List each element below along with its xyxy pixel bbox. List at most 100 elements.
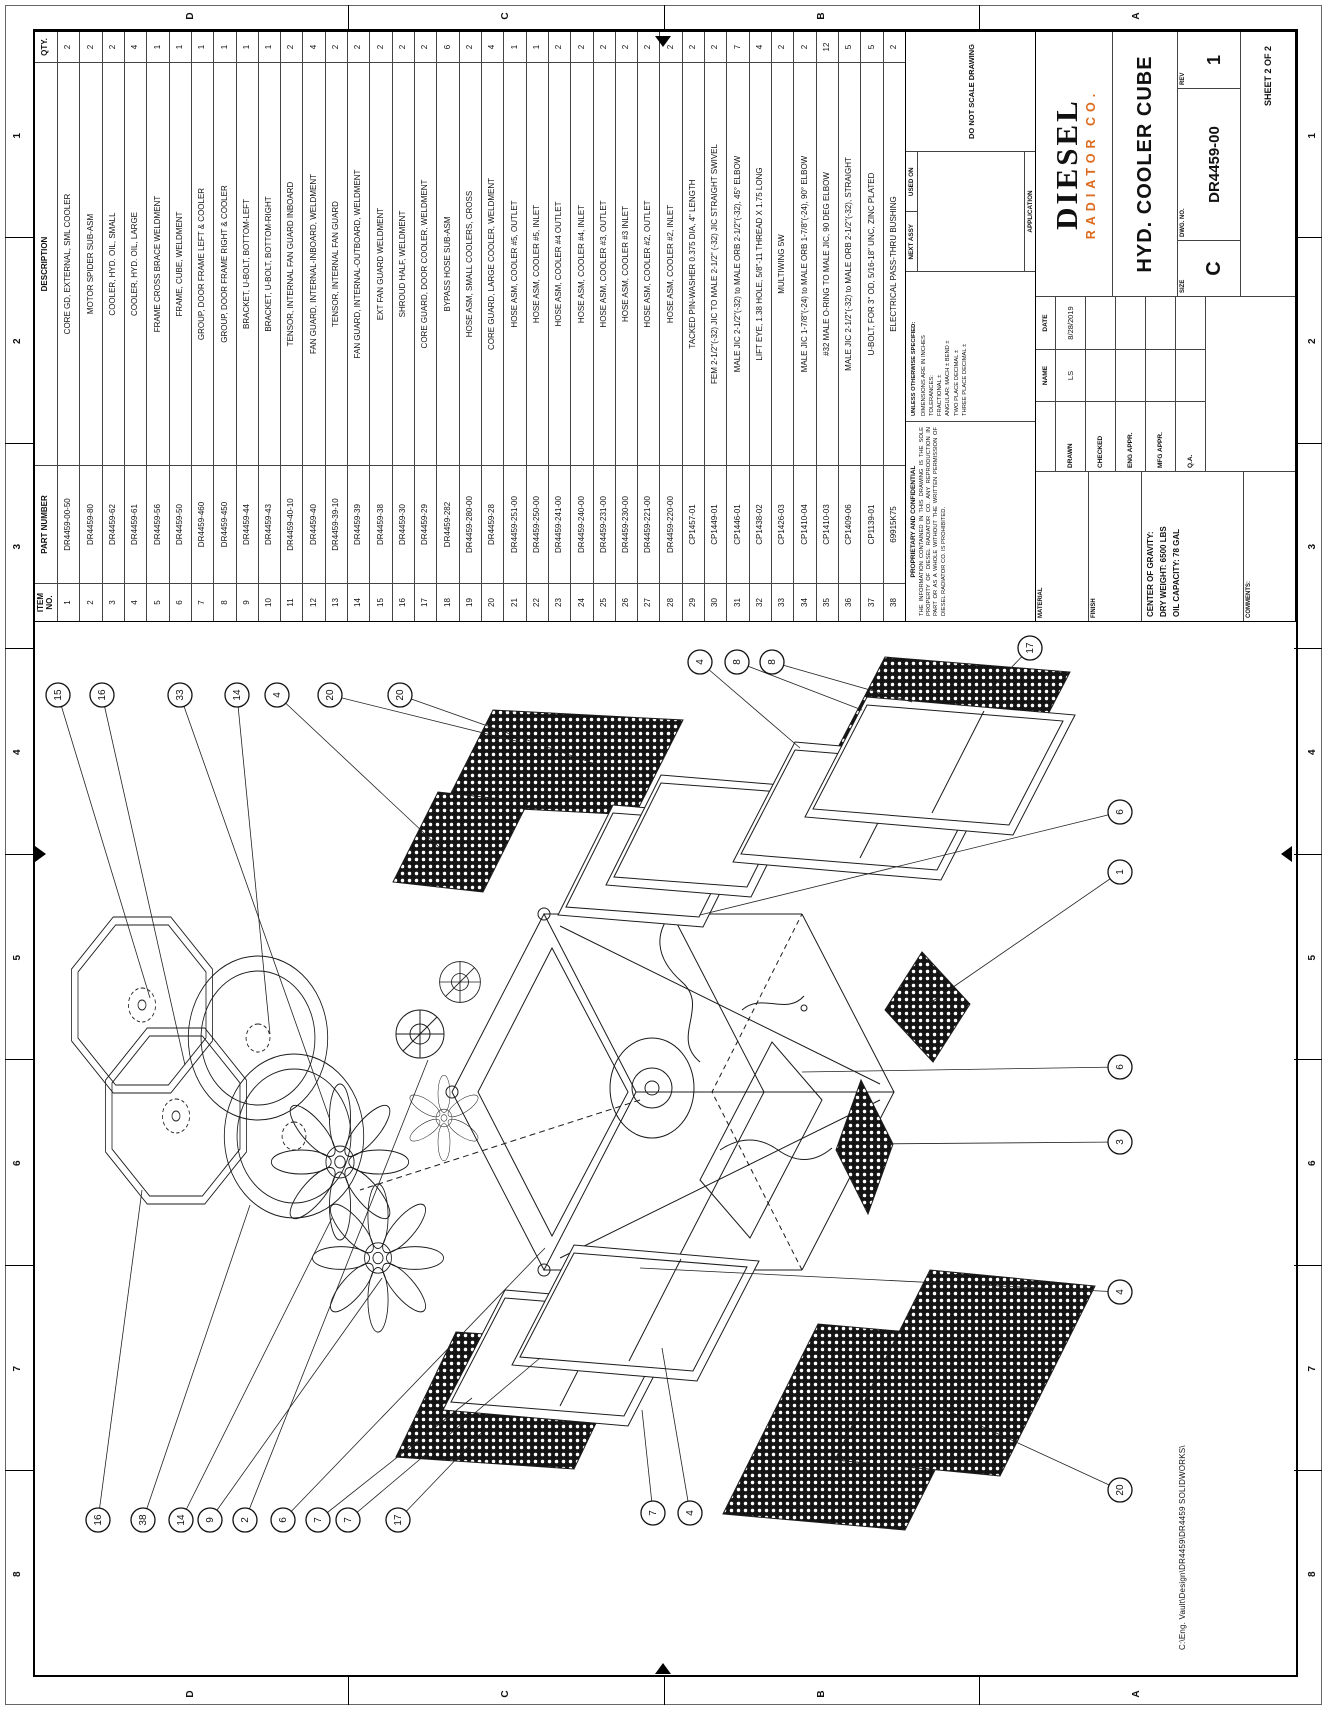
bom-cell-qty: 5 bbox=[861, 32, 884, 62]
bom-cell-item: 32 bbox=[749, 583, 772, 621]
internal-motor bbox=[609, 1037, 695, 1139]
bom-cell-item: 30 bbox=[705, 583, 728, 621]
balloon-number: 16 bbox=[97, 689, 108, 701]
bom-cell-qty: 2 bbox=[548, 32, 572, 62]
door-frame-right-2 bbox=[804, 696, 1076, 836]
bom-cell-desc: COOLER, HYD. OIL, SMALL bbox=[102, 62, 125, 465]
bom-cell-qty: 4 bbox=[303, 32, 326, 62]
bom-cell-desc: HOSE ASM, COOLER #2, INLET bbox=[660, 62, 683, 465]
dry-weight-label: DRY WEIGHT: bbox=[1158, 564, 1168, 617]
balloon-number: 20 bbox=[325, 689, 336, 701]
balloon-leader bbox=[179, 694, 331, 1121]
hose-fitting bbox=[800, 1004, 808, 1012]
balloon-leader bbox=[101, 694, 186, 1066]
titleblock-signature-row: ENG APPR. bbox=[1116, 296, 1146, 471]
bom-cell-desc: SHROUD HALF, WELDMENT bbox=[392, 62, 415, 465]
bom-cell-part: DR4459-240-00 bbox=[571, 465, 594, 583]
bom-cell-qty: 2 bbox=[392, 32, 415, 62]
title-block-left-column: MATERIAL FINISH CENTER OF GRAVITY: DRY W… bbox=[1036, 471, 1295, 621]
bom-cell-desc: HOSE ASM, COOLER #3 INLET bbox=[615, 62, 639, 465]
balloon bbox=[317, 682, 343, 708]
tolerance-line: DIMENSIONS ARE IN INCHES bbox=[921, 335, 928, 416]
balloon bbox=[1017, 635, 1043, 661]
balloon-number: 2 bbox=[240, 1517, 251, 1523]
bom-cell-desc: TACKED PIN-WASHER 0.375 DIA, 4" LENGTH bbox=[682, 62, 706, 465]
balloon-leader bbox=[771, 661, 913, 703]
bom-cell-qty: 2 bbox=[593, 32, 616, 62]
bom-cell-qty: 2 bbox=[325, 32, 349, 62]
drawing-title: HYD. COOLER CUBE bbox=[1113, 32, 1178, 296]
hose bbox=[659, 909, 701, 1063]
comments-label: COMMENTS: bbox=[1246, 581, 1252, 618]
balloon-leader bbox=[317, 1397, 473, 1521]
balloon-leader bbox=[180, 1217, 333, 1521]
bom-cell-qty: 2 bbox=[80, 32, 103, 62]
bom-cell-qty: 7 bbox=[727, 32, 750, 62]
bom-cell-item: 17 bbox=[415, 583, 438, 621]
balloon-number: 4 bbox=[272, 692, 283, 698]
bom-header-part: PART NUMBER bbox=[34, 465, 58, 583]
bom-cell-item: 1 bbox=[58, 583, 81, 621]
bom-cell-part: CP1410-03 bbox=[816, 465, 839, 583]
tolerance-line: ANGULAR: MACH ± BEND ± bbox=[945, 340, 952, 416]
bom-cell-item: 14 bbox=[348, 583, 371, 621]
bom-cell-qty: 1 bbox=[236, 32, 259, 62]
tolerance-line: THREE PLACE DECIMAL ± bbox=[961, 343, 968, 416]
balloon-leader bbox=[929, 871, 1121, 1004]
balloon bbox=[759, 649, 785, 675]
dry-weight-line: DRY WEIGHT: 6500 LBS bbox=[1158, 476, 1171, 617]
used-on-label: USED ON bbox=[908, 167, 915, 197]
balloon bbox=[687, 649, 713, 675]
bom-cell-qty: 1 bbox=[526, 32, 549, 62]
bom-cell-part: DR4459-40-10 bbox=[281, 465, 304, 583]
balloon-number: 14 bbox=[176, 1514, 187, 1526]
bom-cell-desc: HOSE ASM, COOLER #4, INLET bbox=[571, 62, 594, 465]
large-core-guard-perf-2 bbox=[834, 1269, 1096, 1477]
bom-cell-item: 21 bbox=[504, 583, 527, 621]
bom-cell-item: 11 bbox=[281, 583, 304, 621]
balloon-leader bbox=[347, 1357, 541, 1521]
bom-cell-item: 22 bbox=[526, 583, 549, 621]
bom-cell-qty: 2 bbox=[281, 32, 304, 62]
proprietary-note: PROPRIETARY AND CONFIDENTIAL THE INFORMA… bbox=[906, 421, 1036, 621]
notes-band: PROPRIETARY AND CONFIDENTIAL THE INFORMA… bbox=[905, 31, 1037, 622]
bom-cell-item: 36 bbox=[838, 583, 862, 621]
tolerance-line: TWO PLACE DECIMAL ± bbox=[953, 349, 960, 416]
bom-cell-qty: 12 bbox=[816, 32, 839, 62]
balloon-number: 8 bbox=[767, 659, 778, 665]
titleblock-cell bbox=[1176, 349, 1206, 401]
balloon-leader bbox=[209, 1277, 383, 1521]
size-dwg-rev-row: SIZE C DWG. NO. DR4459-00 REV 1 bbox=[1178, 32, 1241, 296]
bom-header-desc: DESCRIPTION bbox=[34, 62, 58, 465]
size-value: C bbox=[1202, 261, 1225, 276]
balloon-number: 4 bbox=[1115, 1289, 1126, 1295]
motor-spider-2 bbox=[439, 961, 481, 1003]
bom-cell-desc: MALE JIC 2-1/2"(-32) to MALE ORB 2-1/2"(… bbox=[727, 62, 750, 465]
balloon-leader bbox=[867, 1141, 1121, 1145]
material-box: MATERIAL bbox=[1036, 472, 1089, 621]
bom-cell-qty: 1 bbox=[504, 32, 527, 62]
bom-cell-qty: 2 bbox=[102, 32, 125, 62]
company-logo: DIESEL RADIATOR CO. bbox=[1036, 32, 1113, 296]
center-mark-top-icon bbox=[35, 846, 46, 862]
bom-cell-part: DR4459-30 bbox=[392, 465, 415, 583]
balloon-number: 6 bbox=[278, 1517, 289, 1523]
bom-cell-desc: HOSE ASM, COOLER #4 OUTLET bbox=[548, 62, 572, 465]
bom-cell-desc: HOSE ASM, COOLER #3, OUTLET bbox=[593, 62, 616, 465]
balloon-number: 1 bbox=[1115, 869, 1126, 875]
center-mark-right-icon bbox=[655, 36, 671, 47]
bom-cell-item: 25 bbox=[593, 583, 616, 621]
balloon-leader bbox=[57, 694, 151, 999]
bom-cell-qty: 4 bbox=[124, 32, 148, 62]
bom-cell-desc: HOSE ASM, COOLER #5, INLET bbox=[526, 62, 549, 465]
balloon-leader bbox=[641, 1409, 654, 1514]
bom-cell-part: CP1409-06 bbox=[838, 465, 862, 583]
titleblock-cell: ENG APPR. bbox=[1116, 401, 1146, 471]
